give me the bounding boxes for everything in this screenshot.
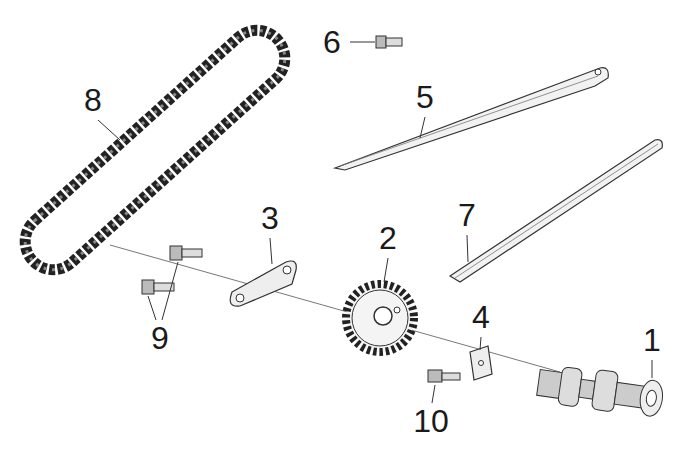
callout-number: 9 xyxy=(151,322,169,354)
callout-number: 7 xyxy=(458,199,476,231)
callout-number: 8 xyxy=(84,84,102,116)
plate xyxy=(230,261,296,306)
chain-guide xyxy=(335,68,608,170)
chain-tensioner-guide xyxy=(450,140,662,282)
callout-number: 4 xyxy=(472,301,490,333)
callout-number: 2 xyxy=(379,222,397,254)
lock-plate xyxy=(470,346,492,380)
callout-number: 5 xyxy=(416,81,434,113)
callout-number: 10 xyxy=(413,405,449,437)
bolt xyxy=(428,370,460,382)
timing-chain xyxy=(14,19,297,281)
bolt xyxy=(376,36,402,48)
camshaft xyxy=(536,362,665,419)
callout-number: 3 xyxy=(261,202,279,234)
callout-number: 1 xyxy=(643,324,661,356)
axis-line xyxy=(110,245,560,372)
leader-lines xyxy=(98,42,652,403)
bolt xyxy=(142,246,202,294)
cam-sprocket xyxy=(346,284,414,352)
callout-number: 6 xyxy=(323,26,341,58)
